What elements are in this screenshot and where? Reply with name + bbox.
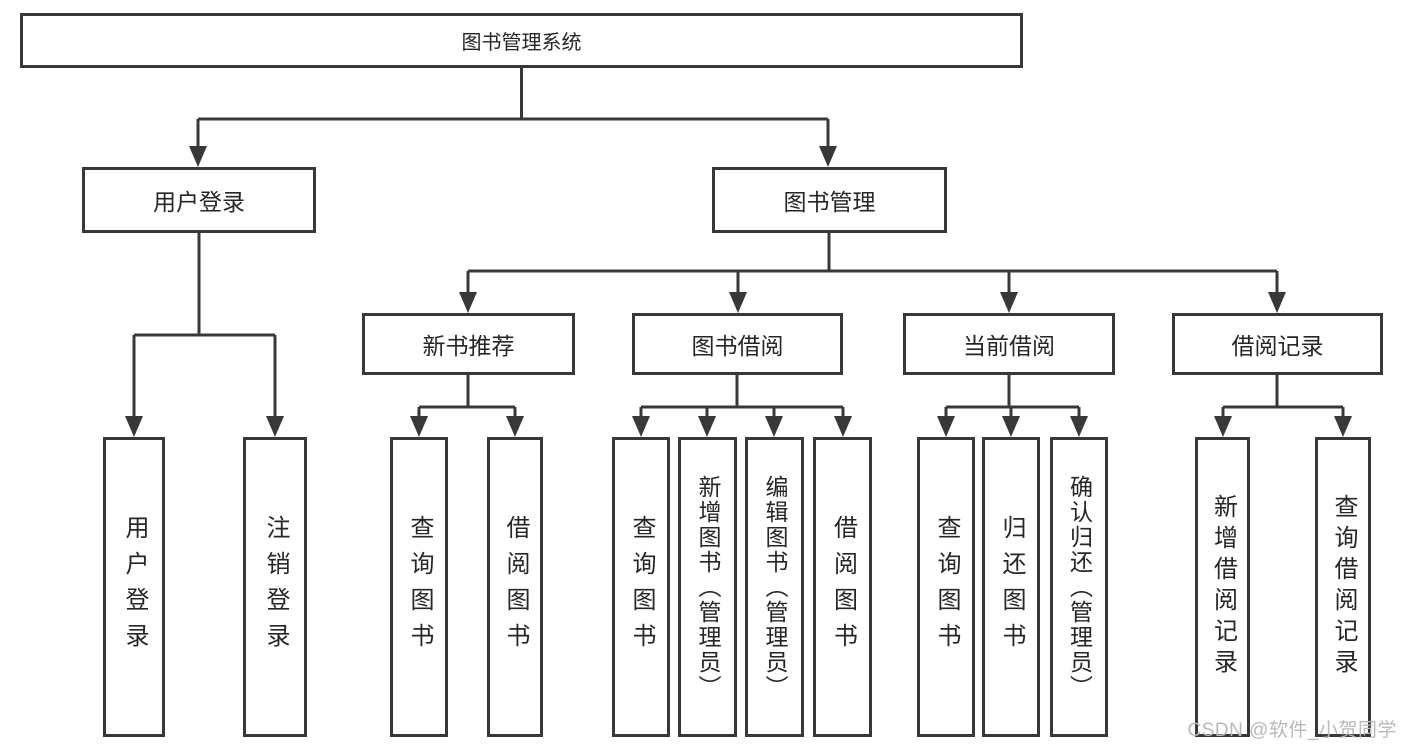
node-book-borrow: 图书借阅 (632, 313, 843, 375)
leaf-logout: 注销登录 (243, 437, 307, 737)
leaf-edit-books-admin: 编辑图书（管理员） (745, 437, 804, 737)
leaf-query-books-newrec: 查询图书 (390, 437, 448, 737)
node-borrow-records: 借阅记录 (1172, 313, 1383, 375)
leaf-return-books: 归还图书 (982, 437, 1040, 737)
leaf-query-borrow-record: 查询借阅记录 (1315, 437, 1371, 737)
node-user-login: 用户登录 (82, 167, 316, 233)
node-current-borrow: 当前借阅 (903, 313, 1115, 375)
leaf-query-books-current: 查询图书 (917, 437, 975, 737)
leaf-borrow-books-newrec: 借阅图书 (487, 437, 543, 737)
node-new-book-recommend: 新书推荐 (362, 313, 575, 375)
csdn-watermark: CSDN @软件_小贺同学 (1187, 720, 1397, 741)
leaf-user-login: 用户登录 (103, 437, 165, 737)
node-book-management: 图书管理 (712, 167, 947, 233)
leaf-add-books-admin: 新增图书（管理员） (678, 437, 737, 737)
leaf-confirm-return-admin: 确认归还（管理员） (1050, 437, 1108, 737)
leaf-borrow-books-borrow: 借阅图书 (813, 437, 872, 737)
leaf-query-books-borrow: 查询图书 (612, 437, 670, 737)
leaf-add-borrow-record: 新增借阅记录 (1195, 437, 1250, 737)
node-root-system: 图书管理系统 (20, 13, 1023, 68)
